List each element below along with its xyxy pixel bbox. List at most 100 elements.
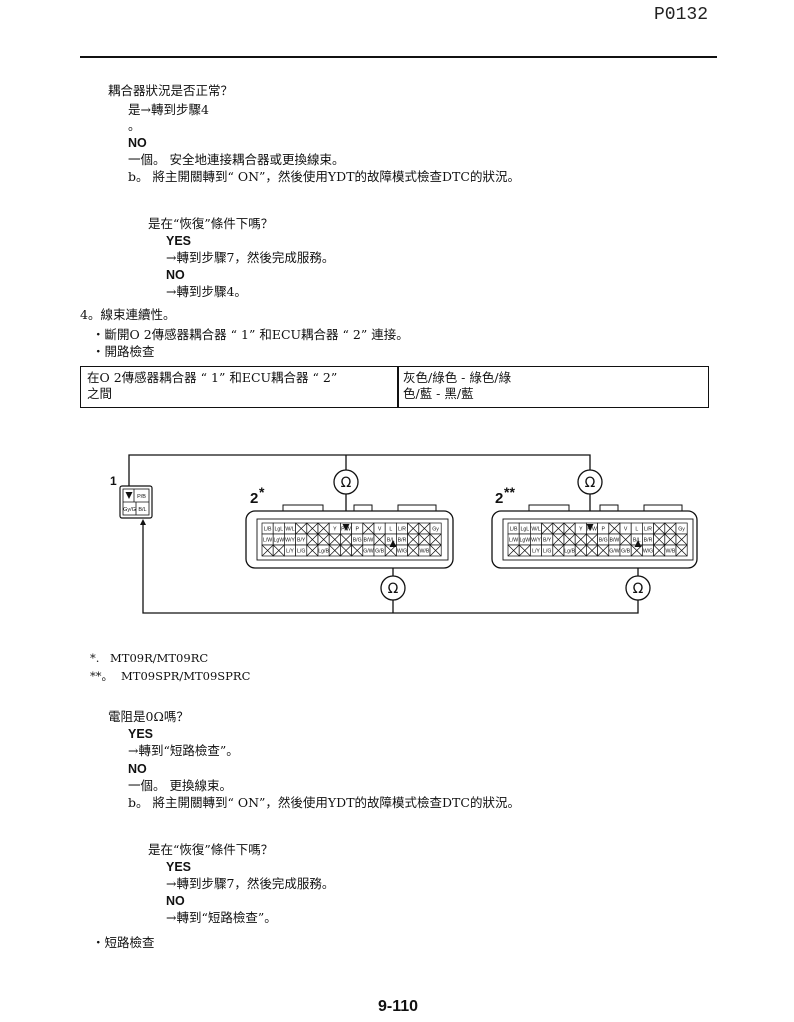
recovery-yes-action: →轉到步驟7，然後完成服務。 (166, 250, 335, 265)
model-mark: ** (504, 484, 515, 500)
pin-label: W/B (419, 549, 429, 555)
page-number: 9-110 (377, 998, 419, 1015)
unused-pin-cross (586, 544, 598, 557)
unused-pin-cross (563, 533, 576, 546)
unused-pin-cross (552, 533, 565, 546)
coupler-condition-question: 耦合器狀況是否正常？ (108, 83, 234, 98)
ohm-symbol: Ω (388, 581, 399, 597)
pin-label: Y (579, 527, 583, 533)
ohmmeter-icon (333, 469, 359, 495)
pin-label: L/G (543, 549, 551, 555)
unused-pin-cross (340, 533, 352, 546)
ground-wire (142, 525, 639, 614)
pin-label: Lg/B (564, 549, 575, 555)
signal-wire (128, 454, 591, 486)
step-bullet: ・斷開O 2傳感器耦合器 “ 1” 和ECU耦合器 “ 2” 連接。 (92, 327, 409, 342)
coupler-frame (502, 518, 694, 561)
unused-pin-cross (306, 544, 319, 557)
step-bullet: ・開路檢查 (92, 344, 155, 359)
unused-pin-cross (407, 533, 420, 546)
no-label: NO (128, 136, 147, 150)
ohmmeter-icon (625, 575, 651, 601)
pin-label: L/R (644, 527, 652, 533)
pin-label: W/Y (531, 538, 541, 544)
footnote-mark: *. (90, 651, 100, 665)
pin-label: P/W (587, 527, 597, 533)
ohmmeters (333, 469, 651, 601)
no-step-b: b。 將主開關轉到“ ON”，然後使用YDT的故障模式檢查DTC的狀況。 (128, 169, 520, 184)
pin-label: B/G (353, 538, 362, 544)
table-text: 之間 (87, 386, 113, 401)
unused-pin-cross (552, 544, 565, 557)
unused-pin-cross (373, 533, 386, 546)
unused-pin-cross (586, 533, 598, 546)
unused-pin-cross (306, 522, 319, 535)
unused-pin-cross (407, 522, 420, 535)
resistance-question: 電阻是0Ω嗎？ (108, 709, 189, 724)
footnote-text: MT09R/MT09RC (110, 651, 209, 665)
probe-arrow-down-icon (586, 524, 594, 531)
no-step-a: 一個。 安全地連接耦合器或更換線束。 (128, 152, 345, 167)
ohmmeter-icon (380, 575, 406, 601)
pin-label: L/R (398, 527, 406, 533)
coupler-1-label: 1 (110, 474, 117, 488)
coupler-1-pins: P/B Gy/G B/L (123, 494, 147, 513)
footnote-text: MT09SPR/MT09SPRC (121, 669, 251, 683)
pin-label: LgW (519, 538, 530, 544)
unused-pin-cross (507, 544, 520, 557)
unused-pin-cross (563, 522, 576, 535)
pin-label: B/W (363, 538, 373, 544)
recovery-no-action: →轉到步驟4。 (166, 284, 247, 299)
pin-label: Lg/B (318, 549, 329, 555)
probe-arrow-up-icon (634, 540, 642, 547)
coupler-number: 2 (495, 490, 503, 507)
pin-label: Y (333, 527, 337, 533)
pin-label: LgW (273, 538, 284, 544)
unused-pin-cross (664, 533, 677, 546)
yes-goto-step: 是→轉到步驟4 (128, 102, 209, 117)
pin-label: W/Y (285, 538, 295, 544)
unused-pin-cross (675, 544, 688, 557)
pin-label: LgL (520, 527, 529, 533)
pin-label: W/G (643, 549, 653, 555)
unused-pin-cross (608, 522, 621, 535)
unused-pin-cross (653, 522, 666, 535)
table-text: 色/藍 - 黑/藍 (403, 386, 474, 401)
pin-label: B/Y (297, 538, 306, 544)
recovery-yes-action: →轉到步驟7，然後完成服務。 (166, 876, 335, 891)
table-text: 在O 2傳感器耦合器 “ 1” 和ECU耦合器 “ 2” (87, 370, 338, 385)
unused-pin-cross (597, 544, 610, 557)
unused-pin-cross (407, 544, 420, 557)
unused-pin-cross (619, 533, 632, 546)
recovery-no-label: NO (166, 894, 185, 908)
ohmmeter-icon (577, 469, 603, 495)
model-mark: * (259, 484, 265, 500)
unused-pin-cross (429, 533, 442, 546)
probe-arrow-down-icon (125, 492, 133, 499)
coupler-number: 2 (250, 490, 258, 507)
wires (128, 454, 639, 614)
pin-label: G/W (363, 549, 373, 555)
ecu-coupler-2a: L/BLgLW/LYP/WPVLL/RGyL/WLgWW/YB/YB/GB/WB… (245, 504, 454, 569)
ohm-symbols: Ω Ω Ω Ω (341, 475, 644, 597)
unused-pin-cross (653, 533, 666, 546)
ohm-symbol: Ω (585, 475, 596, 491)
table-text: 灰色/綠色 - 綠色/綠 (403, 370, 512, 385)
unused-pin-cross (418, 522, 431, 535)
pin-label: G/W (609, 549, 619, 555)
no-step-a: 一個。 更換線束。 (128, 778, 232, 793)
pin-label: B/R (398, 538, 407, 544)
unused-pin-cross (552, 522, 565, 535)
step-title: 4。線束連續性。 (80, 307, 176, 322)
no-label: NO (128, 762, 147, 776)
yes-action: →轉到“短路檢查”。 (128, 743, 239, 758)
o2-sensor-coupler (119, 485, 153, 519)
coupler-frame (256, 518, 449, 561)
pin-label: B/L (633, 538, 641, 544)
pin-label: B/L (138, 507, 146, 513)
probe-arrows-top (342, 524, 642, 547)
pin-label: W/L (285, 527, 294, 533)
unused-pin-cross (261, 544, 274, 557)
